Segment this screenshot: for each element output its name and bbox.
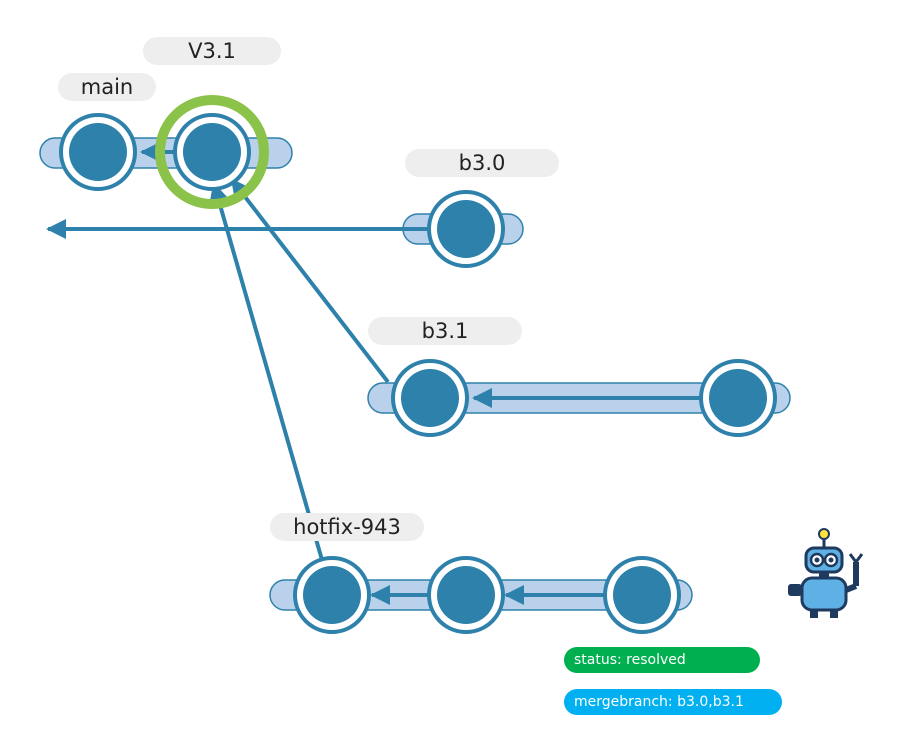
tag-highlight-ring [155, 95, 269, 209]
edge-hotfix-to-tag [209, 182, 324, 561]
commit-node-b30[interactable] [427, 190, 505, 268]
robot-icon [788, 528, 864, 618]
commit-node-main-1[interactable] [59, 113, 137, 191]
branch-label-hotfix: hotfix-943 [270, 513, 424, 541]
commit-node-b31-2[interactable] [699, 359, 777, 437]
branch-label-b31: b3.1 [368, 317, 522, 345]
commit-node-hotfix-2[interactable] [427, 556, 505, 634]
commit-node-main-tagged[interactable] [173, 113, 251, 191]
commit-node-b31-1[interactable] [391, 359, 469, 437]
edge-b31-to-tag [230, 178, 390, 384]
merge-branch-badge: mergebranch: b3.0,b3.1 [564, 689, 782, 715]
tag-label-v31: V3.1 [143, 37, 281, 65]
branch-label-main: main [58, 73, 156, 101]
commit-node-hotfix-3[interactable] [603, 556, 681, 634]
status-badge: status: resolved [564, 647, 760, 673]
branch-label-b30: b3.0 [405, 149, 559, 177]
commit-node-hotfix-1[interactable] [293, 556, 371, 634]
